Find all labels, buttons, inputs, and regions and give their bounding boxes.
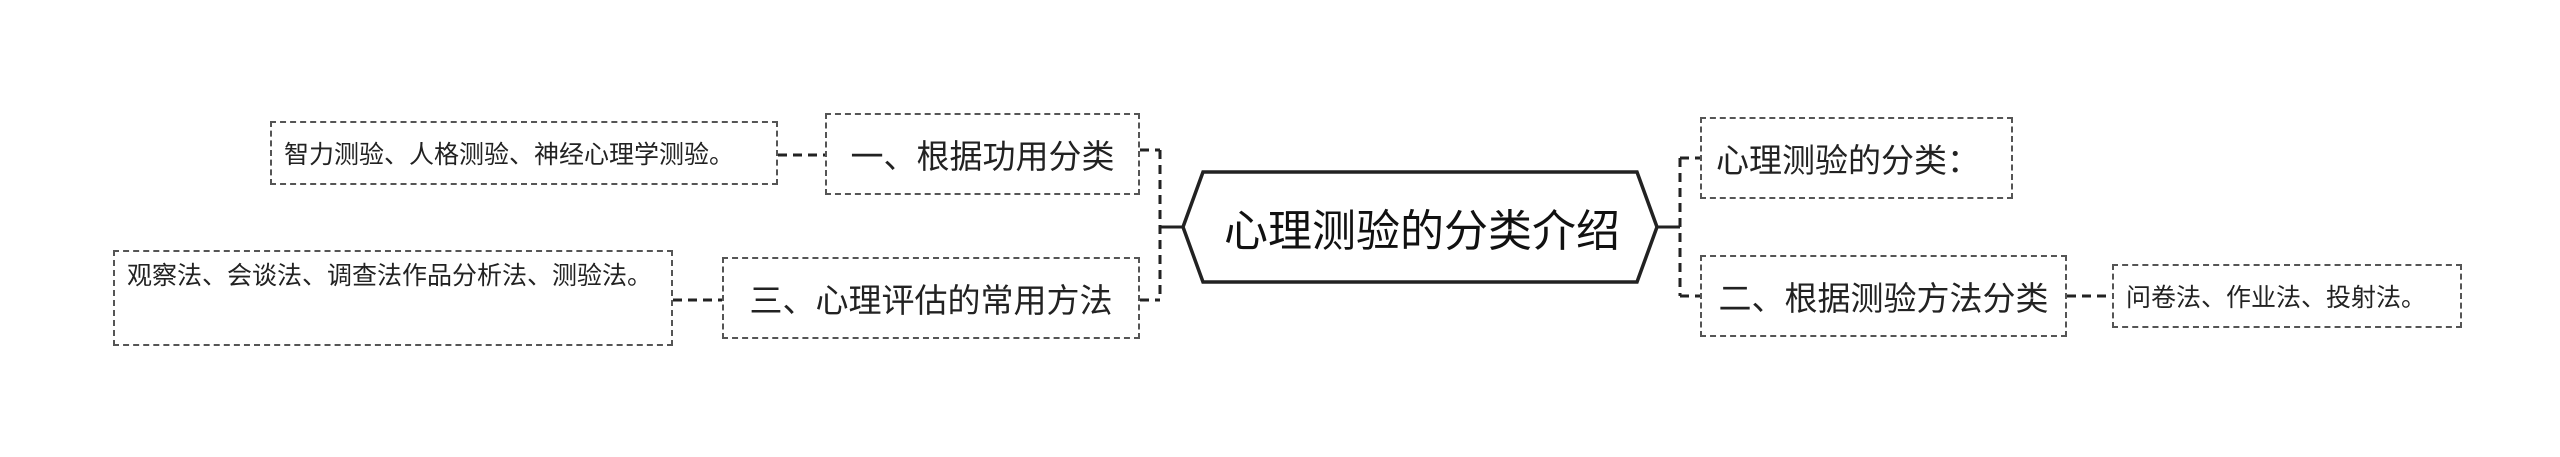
- right-branch-2-child-node[interactable]: 问卷法、作业法、投射法。: [2112, 264, 2462, 328]
- left-branch-2-node[interactable]: 三、心理评估的常用方法: [722, 257, 1140, 339]
- right-branch-2-node[interactable]: 二、根据测验方法分类: [1700, 255, 2067, 337]
- root-node[interactable]: 心理测验的分类介绍: [1224, 206, 1620, 257]
- left-branch-1-node[interactable]: 一、根据功用分类: [825, 113, 1140, 195]
- right-branch-1-node[interactable]: 心理测验的分类：: [1700, 117, 2013, 199]
- left-branch-1-child-node[interactable]: 智力测验、人格测验、神经心理学测验。: [270, 121, 778, 185]
- left-branch-2-child-node[interactable]: 观察法、会谈法、调查法作品分析法、测验法。: [113, 250, 673, 346]
